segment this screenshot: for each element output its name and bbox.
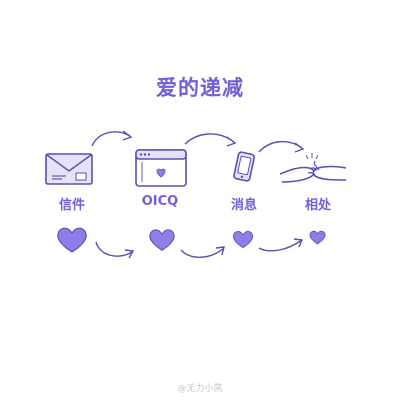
chat-window-icon [135, 149, 187, 187]
arrow-icon [180, 246, 225, 258]
stage-label-oicq: OICQ [141, 194, 179, 209]
holding-hands-icon [279, 153, 347, 183]
envelope-icon [45, 153, 93, 185]
stage-label-message: 消息 [230, 198, 257, 213]
arrow-icon [184, 133, 237, 147]
heart-icon [149, 229, 175, 251]
watermark: @无力小莴 [177, 384, 223, 394]
arrow-icon [95, 241, 135, 259]
page-title: 爱的递减 [156, 76, 244, 100]
arrow-icon [258, 141, 305, 153]
heart-icon [232, 231, 254, 249]
heart-icon [57, 227, 87, 253]
arrow-icon [91, 130, 133, 147]
phone-icon [233, 151, 255, 182]
stage-label-together: 相处 [304, 198, 331, 213]
heart-icon [309, 230, 326, 245]
stage-label-letter: 信件 [58, 198, 85, 213]
arrow-icon [258, 238, 304, 252]
